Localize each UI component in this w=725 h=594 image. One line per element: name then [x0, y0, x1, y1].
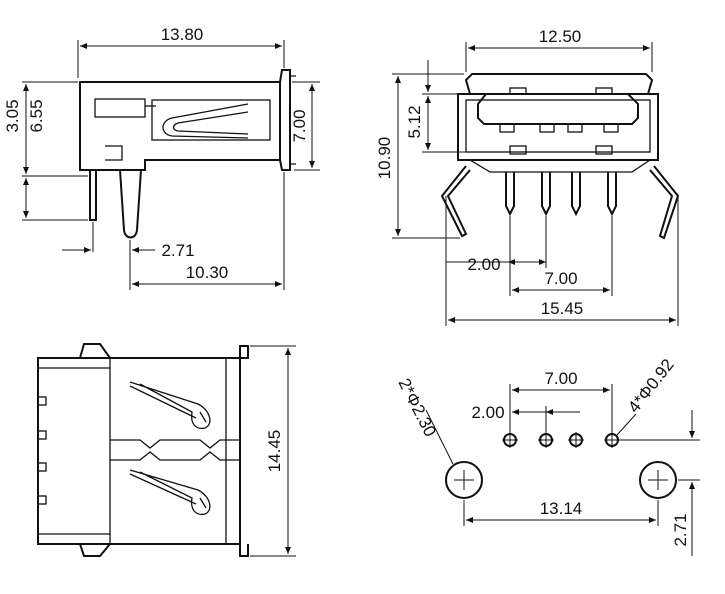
pin-pitch-label: 2.00 [467, 255, 500, 274]
total-height-label: 10.90 [375, 137, 394, 180]
pin-holes-label: 4*Φ0.92 [624, 355, 678, 416]
pcb-pin-span-label: 7.00 [544, 369, 577, 388]
body-length-label: 10.30 [186, 263, 229, 282]
pin-span-label: 7.00 [544, 269, 577, 288]
top-view: 14.45 [37, 343, 296, 557]
front-view: 12.50 10.90 5.12 2.00 7.00 15.45 [375, 27, 680, 326]
side-width-label: 13.80 [161, 25, 204, 44]
pin-length-label: 6.55 [27, 99, 46, 132]
mount-holes-label: 2*Φ2.30 [394, 375, 439, 440]
port-height-label: 5.12 [405, 105, 424, 138]
side-view: 13.80 7.00 3.05 6.55 2.71 10.30 [3, 25, 320, 290]
mount-hole-left [445, 461, 483, 499]
side-height-label: 7.00 [290, 109, 309, 142]
hole-spacing-label: 13.14 [540, 499, 583, 518]
top-width-label: 14.45 [265, 430, 284, 473]
front-width-label: 12.50 [539, 27, 582, 46]
foot-span-label: 15.45 [541, 299, 584, 318]
pcb-layout: 7.00 2.00 13.14 2.71 2*Φ2.30 4*Φ0.92 [394, 355, 700, 556]
pin-spacing-label: 2.71 [161, 241, 194, 260]
mount-hole-right [639, 461, 677, 499]
hole-offset-label: 2.71 [671, 513, 690, 546]
pcb-pin-pitch-label: 2.00 [471, 403, 504, 422]
pin-offset-label: 3.05 [3, 99, 22, 132]
